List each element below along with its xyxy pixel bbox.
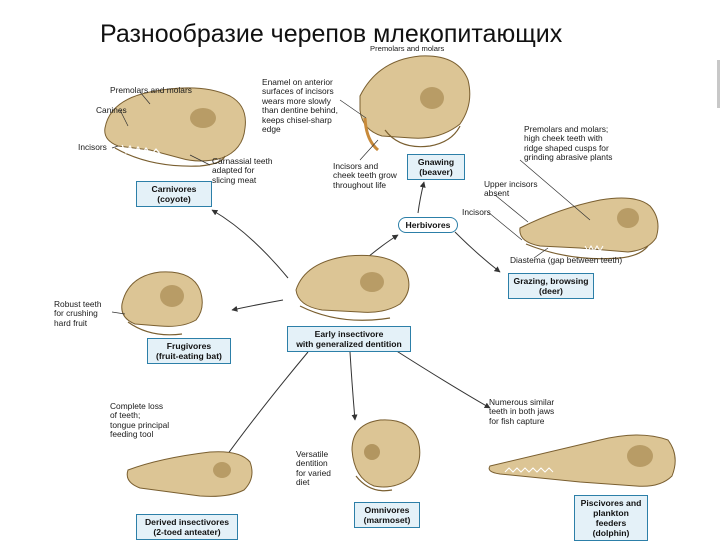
note-versatile: Versatile dentition for varied diet — [296, 449, 331, 488]
arrow-to-derived-insectivores — [221, 351, 309, 463]
skull-bat — [121, 271, 203, 336]
page-title: Разнообразие черепов млекопитающих — [100, 20, 563, 48]
skull-early-insectivore — [295, 254, 410, 321]
box-frugivores: Frugivores (fruit-eating bat) — [147, 338, 231, 364]
skull-marmoset — [351, 419, 421, 492]
skull-anteater — [126, 451, 253, 497]
note-robust: Robust teeth for crushing hard fruit — [54, 299, 102, 328]
box-derived-insectivores: Derived insectivores (2-toed anteater) — [136, 514, 238, 540]
box-grazing: Grazing, browsing (deer) — [508, 273, 594, 299]
note-premolars-top: Premolars and molars — [370, 44, 445, 53]
arrow-to-grazing — [454, 231, 501, 273]
note-incisors-cheek: Incisors and cheek teeth grow throughout… — [333, 161, 397, 190]
note-premolars-coyote: Premolars and molars — [110, 85, 192, 95]
note-incisors-deer: Incisors — [462, 207, 491, 217]
note-canines: Canines — [96, 105, 127, 115]
note-numerous: Numerous similar teeth in both jaws for … — [489, 397, 555, 426]
note-upper-incisors: Upper incisors absent — [484, 179, 538, 199]
arrow-to-carnivores — [211, 209, 289, 279]
skull-dolphin — [488, 434, 676, 487]
skull-deer — [519, 197, 659, 260]
note-enamel: Enamel on anterior surfaces of incisors … — [262, 77, 338, 135]
note-diastema: Diastema (gap between teeth) — [510, 255, 623, 265]
box-carnivores: Carnivores (coyote) — [136, 181, 212, 207]
arrow-to-frugivores — [231, 299, 284, 312]
note-complete-loss: Complete loss of teeth; tongue principal… — [110, 401, 170, 440]
box-gnawing: Gnawing (beaver) — [407, 154, 465, 180]
box-herbivores: Herbivores — [398, 217, 458, 233]
note-carnassial: Carnassial teeth adapted for slicing mea… — [212, 156, 273, 185]
arrow-to-omnivores — [349, 351, 358, 421]
skull-beaver — [359, 55, 471, 152]
arrow-to-gnawing — [417, 181, 426, 214]
box-early-insectivore: Early insectivore with generalized denti… — [287, 326, 411, 352]
box-piscivores: Piscivores and plankton feeders (dolphin… — [574, 495, 648, 541]
box-omnivores: Omnivores (marmoset) — [354, 502, 420, 528]
note-incisors-coyote: Incisors — [78, 142, 107, 152]
arrow-to-piscivores — [394, 349, 491, 409]
scroll-edge — [717, 60, 720, 108]
leader-lines — [111, 91, 591, 315]
skull-coyote — [104, 87, 246, 167]
note-premolars-deer: Premolars and molars; high cheek teeth w… — [524, 124, 613, 163]
